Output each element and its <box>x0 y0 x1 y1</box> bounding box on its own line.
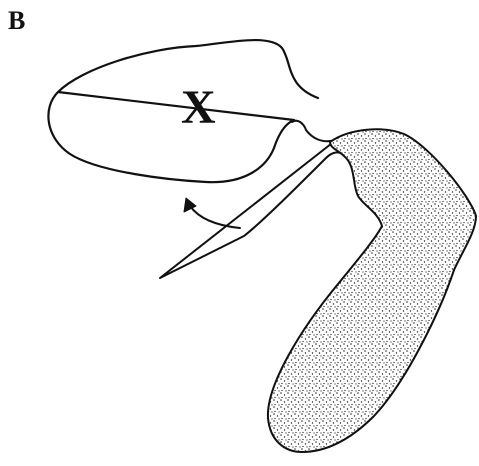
curved-arrow-shaft <box>190 206 240 228</box>
panel-label: B <box>8 8 25 34</box>
stippled-body <box>268 129 476 452</box>
region-label-x: X <box>181 84 216 132</box>
